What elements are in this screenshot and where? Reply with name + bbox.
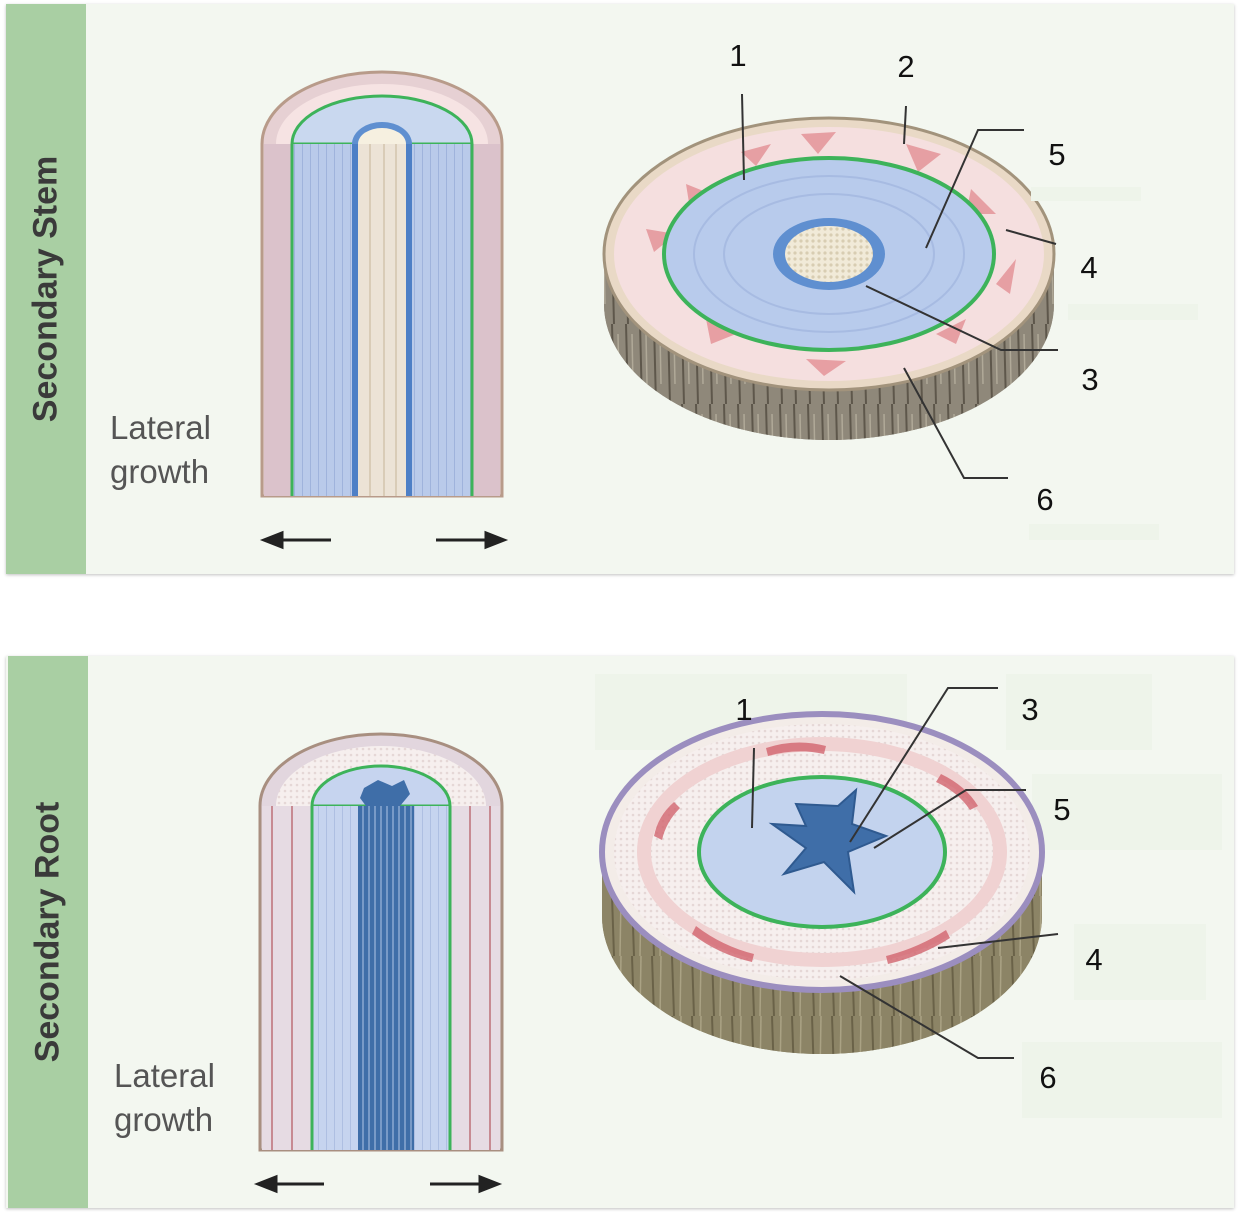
stem-label-5: 5 [1048, 137, 1066, 172]
root-label-box [1074, 924, 1206, 1000]
stem-hidden-label-box [1031, 187, 1141, 201]
secondary-stem-panel: Secondary Stem Lateral growth [6, 4, 1234, 574]
stem-label-4: 4 [1080, 250, 1098, 285]
stem-cross-section [602, 116, 1056, 440]
root-leader-lines [751, 687, 1059, 1059]
root-lateral-arrows [253, 1174, 503, 1194]
stem-label-3: 3 [1081, 362, 1099, 397]
secondary-root-panel: Secondary Root Lateral growth [6, 656, 1234, 1208]
root-diagram [253, 687, 1059, 1194]
stem-hidden-label-box [1029, 524, 1159, 540]
stem-longitudinal-section [260, 70, 504, 498]
stem-lateral-arrows [259, 530, 509, 550]
stem-hidden-label-box [1068, 304, 1198, 320]
root-label-box [1006, 674, 1152, 750]
root-label-box [1032, 774, 1222, 850]
stem-label-2: 2 [897, 49, 915, 84]
root-label-5: 5 [1053, 792, 1071, 827]
root-label-box [1022, 1042, 1222, 1118]
root-side-bar: Secondary Root [8, 656, 88, 1208]
root-label-3: 3 [1021, 692, 1039, 727]
stem-label-6: 6 [1036, 482, 1054, 517]
stem-label-1: 1 [729, 38, 747, 73]
root-cross-section [599, 711, 1045, 1054]
root-longitudinal-section [258, 732, 504, 1152]
root-lateral-growth-text: Lateral growth [114, 1057, 215, 1138]
stem-leader-lines [741, 93, 1058, 479]
stem-diagram [259, 70, 1058, 550]
root-label-4: 4 [1085, 942, 1103, 977]
stem-lateral-growth-text: Lateral growth [110, 409, 211, 490]
root-label-6: 6 [1039, 1060, 1057, 1095]
stem-side-bar: Secondary Stem [6, 4, 86, 574]
root-label-1: 1 [735, 692, 753, 727]
